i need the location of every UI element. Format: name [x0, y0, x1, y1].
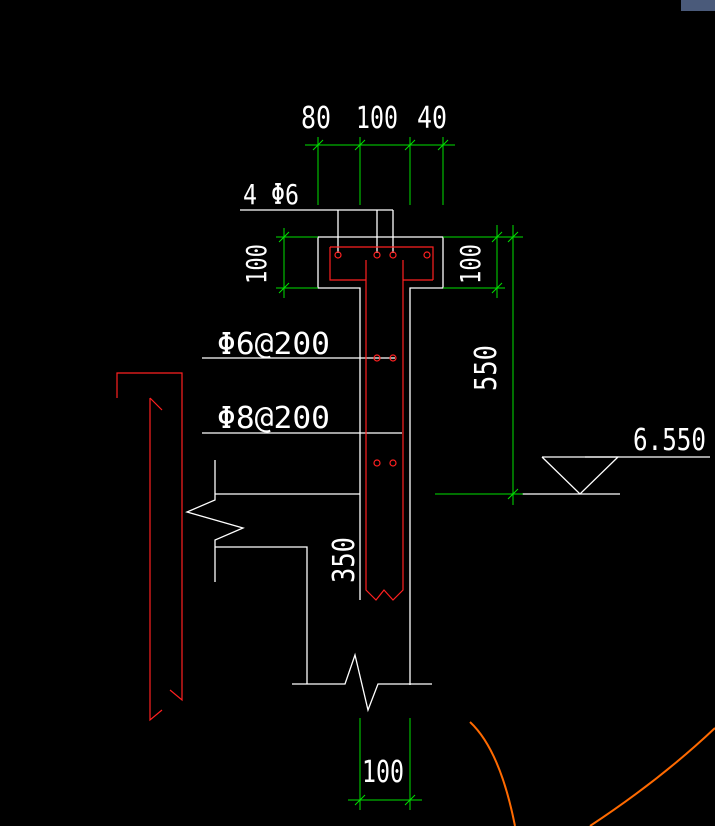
rebar-dot: [389, 459, 397, 467]
rebar-dot: [373, 251, 381, 259]
rebar-dot: [389, 251, 397, 259]
dim-right-flange-label: 100: [454, 244, 487, 284]
dim-left-flange-label: 100: [240, 244, 273, 284]
dim-bottom-label: 100: [362, 755, 404, 790]
rebar-cage: [116, 246, 434, 722]
dim-top-3-label: 40: [417, 101, 447, 136]
edge-curves: [469, 721, 715, 826]
rebar-dot: [423, 251, 431, 259]
dim-height-label: 550: [469, 345, 504, 391]
main-rebar-label: 4 Φ6: [243, 178, 299, 211]
corner-tab: [681, 0, 715, 11]
rebar-dots: [334, 251, 431, 467]
dimension-lines: [276, 137, 523, 810]
rebar-dot: [373, 354, 381, 362]
rebar-dot: [373, 459, 381, 467]
rebar-dot: [389, 354, 397, 362]
elevation-label: 6.550: [633, 423, 706, 458]
stirrup-2-label: Φ8@200: [217, 401, 330, 436]
stirrup-1-label: Φ6@200: [217, 327, 330, 362]
dim-top-2-label: 100: [356, 101, 398, 136]
rebar-dot: [334, 251, 342, 259]
section-outline: [185, 209, 710, 713]
dim-top-1-label: 80: [301, 101, 331, 136]
dim-embed-label: 350: [327, 537, 362, 583]
